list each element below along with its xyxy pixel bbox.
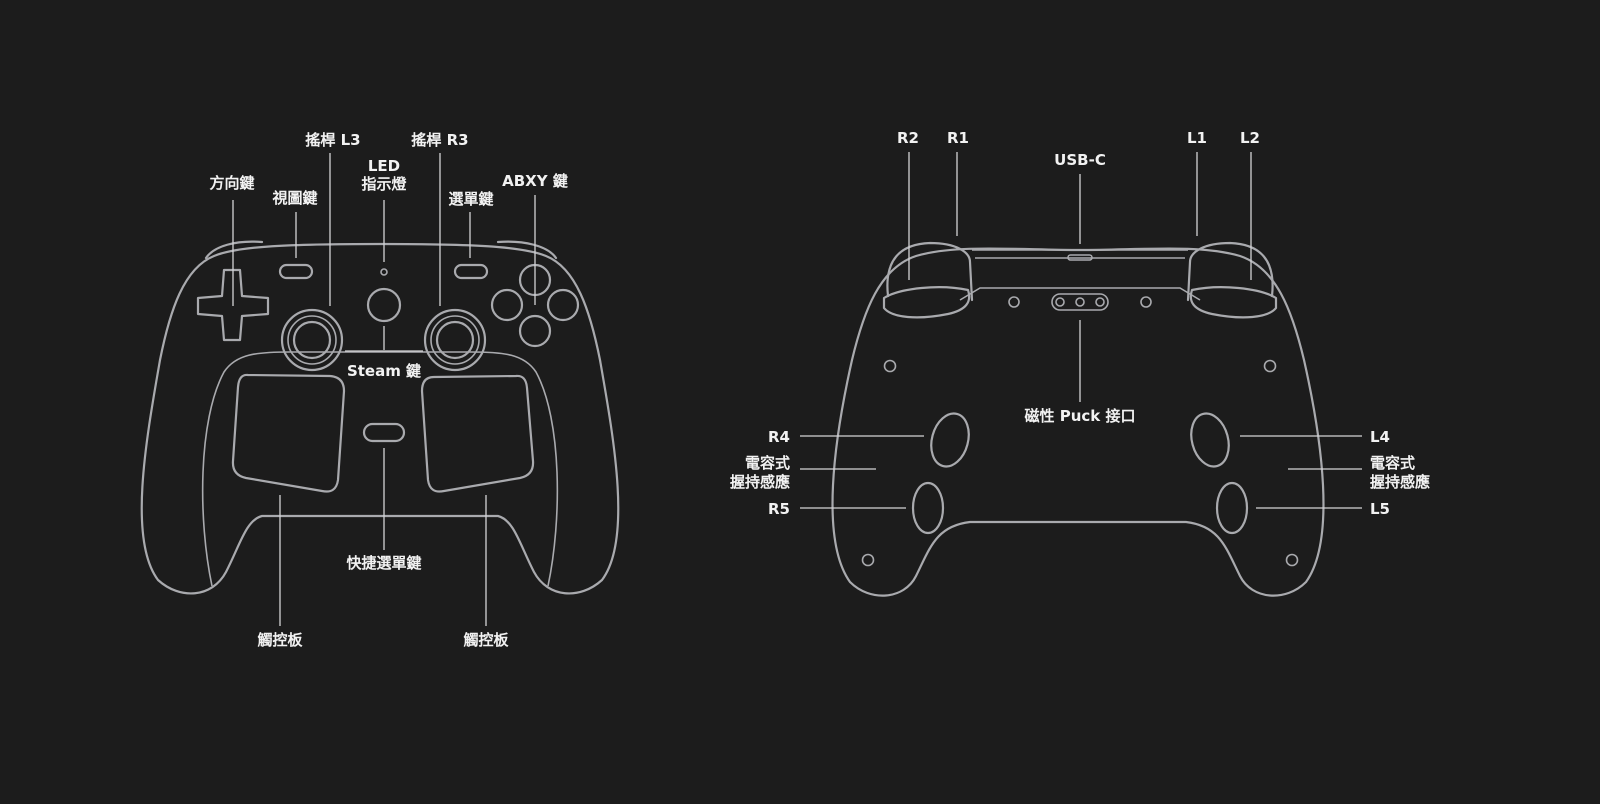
left-trackpad-outline — [231, 373, 346, 493]
front-view: 方向鍵 視圖鍵 搖桿 L3 LED 指示燈 搖桿 R3 選單鍵 ABXY 鍵 S… — [140, 131, 620, 649]
label-l1: L1 — [1187, 129, 1207, 147]
r5-paddle-outline — [911, 481, 945, 535]
back-top-strip — [972, 249, 1188, 259]
label-quick-menu: 快捷選單鍵 — [346, 554, 421, 572]
usbc-port-outline — [1067, 254, 1093, 261]
left-stick-outline — [280, 308, 344, 372]
right-trackpad-outline — [420, 374, 535, 493]
label-led-line1: LED — [368, 157, 400, 175]
r1-bumper-outline — [886, 241, 974, 302]
label-stick-l3: 搖桿 L3 — [305, 131, 360, 149]
quick-access-button-outline — [362, 422, 406, 443]
back-view: R2 R1 USB-C L1 L2 磁性 Puck 接口 R4 電容式 握持感應… — [730, 129, 1430, 597]
back-controller-body — [831, 247, 1325, 597]
right-stick-outline — [423, 308, 487, 372]
l4-paddle-outline — [1190, 412, 1230, 468]
dpad-outline — [196, 268, 270, 342]
front-left-bumper-outline — [204, 240, 264, 260]
label-menu: 選單鍵 — [448, 190, 493, 208]
label-dpad: 方向鍵 — [209, 174, 254, 192]
steam-button-outline — [366, 287, 402, 323]
back-screw-top-left — [1008, 296, 1020, 308]
label-steam: Steam 鍵 — [347, 362, 421, 380]
label-trackpad-right: 觸控板 — [463, 631, 509, 649]
label-l4: L4 — [1370, 428, 1390, 446]
label-usbc: USB-C — [1054, 151, 1106, 169]
r2-trigger-outline — [882, 286, 971, 319]
l5-paddle-outline — [1215, 481, 1249, 535]
front-controller-body — [140, 242, 620, 595]
menu-button-outline — [453, 263, 489, 280]
abxy-buttons-outline — [490, 263, 580, 348]
l1-bumper-outline — [1186, 241, 1274, 302]
back-screw-bottom-right — [1285, 553, 1299, 567]
label-l5: L5 — [1370, 500, 1390, 518]
back-screw-mid-right — [1263, 359, 1277, 373]
l2-trigger-outline — [1189, 286, 1278, 319]
back-screw-mid-left — [883, 359, 897, 373]
label-r4: R4 — [768, 428, 790, 446]
label-r2: R2 — [897, 129, 919, 147]
label-led-line2: 指示燈 — [361, 175, 407, 193]
back-screw-bottom-left — [861, 553, 875, 567]
label-stick-r3: 搖桿 R3 — [411, 131, 468, 149]
front-right-bumper-outline — [496, 240, 558, 260]
label-r5: R5 — [768, 500, 790, 518]
label-grip-left-line1: 電容式 — [745, 454, 790, 472]
label-puck: 磁性 Puck 接口 — [1025, 407, 1136, 425]
label-abxy: ABXY 鍵 — [502, 172, 568, 190]
label-grip-right-line1: 電容式 — [1370, 454, 1415, 472]
back-screw-top-right — [1140, 296, 1152, 308]
label-grip-left-line2: 握持感應 — [730, 473, 790, 491]
puck-connector-outline — [1051, 293, 1109, 311]
label-l2: L2 — [1240, 129, 1260, 147]
label-trackpad-left: 觸控板 — [257, 631, 303, 649]
label-view: 視圖鍵 — [271, 189, 317, 207]
view-button-outline — [278, 263, 314, 280]
r4-paddle-outline — [930, 412, 970, 468]
label-grip-right-line2: 握持感應 — [1370, 473, 1430, 491]
label-r1: R1 — [947, 129, 969, 147]
front-inner-grip-contour — [201, 351, 559, 587]
led-indicator-outline — [380, 268, 388, 276]
